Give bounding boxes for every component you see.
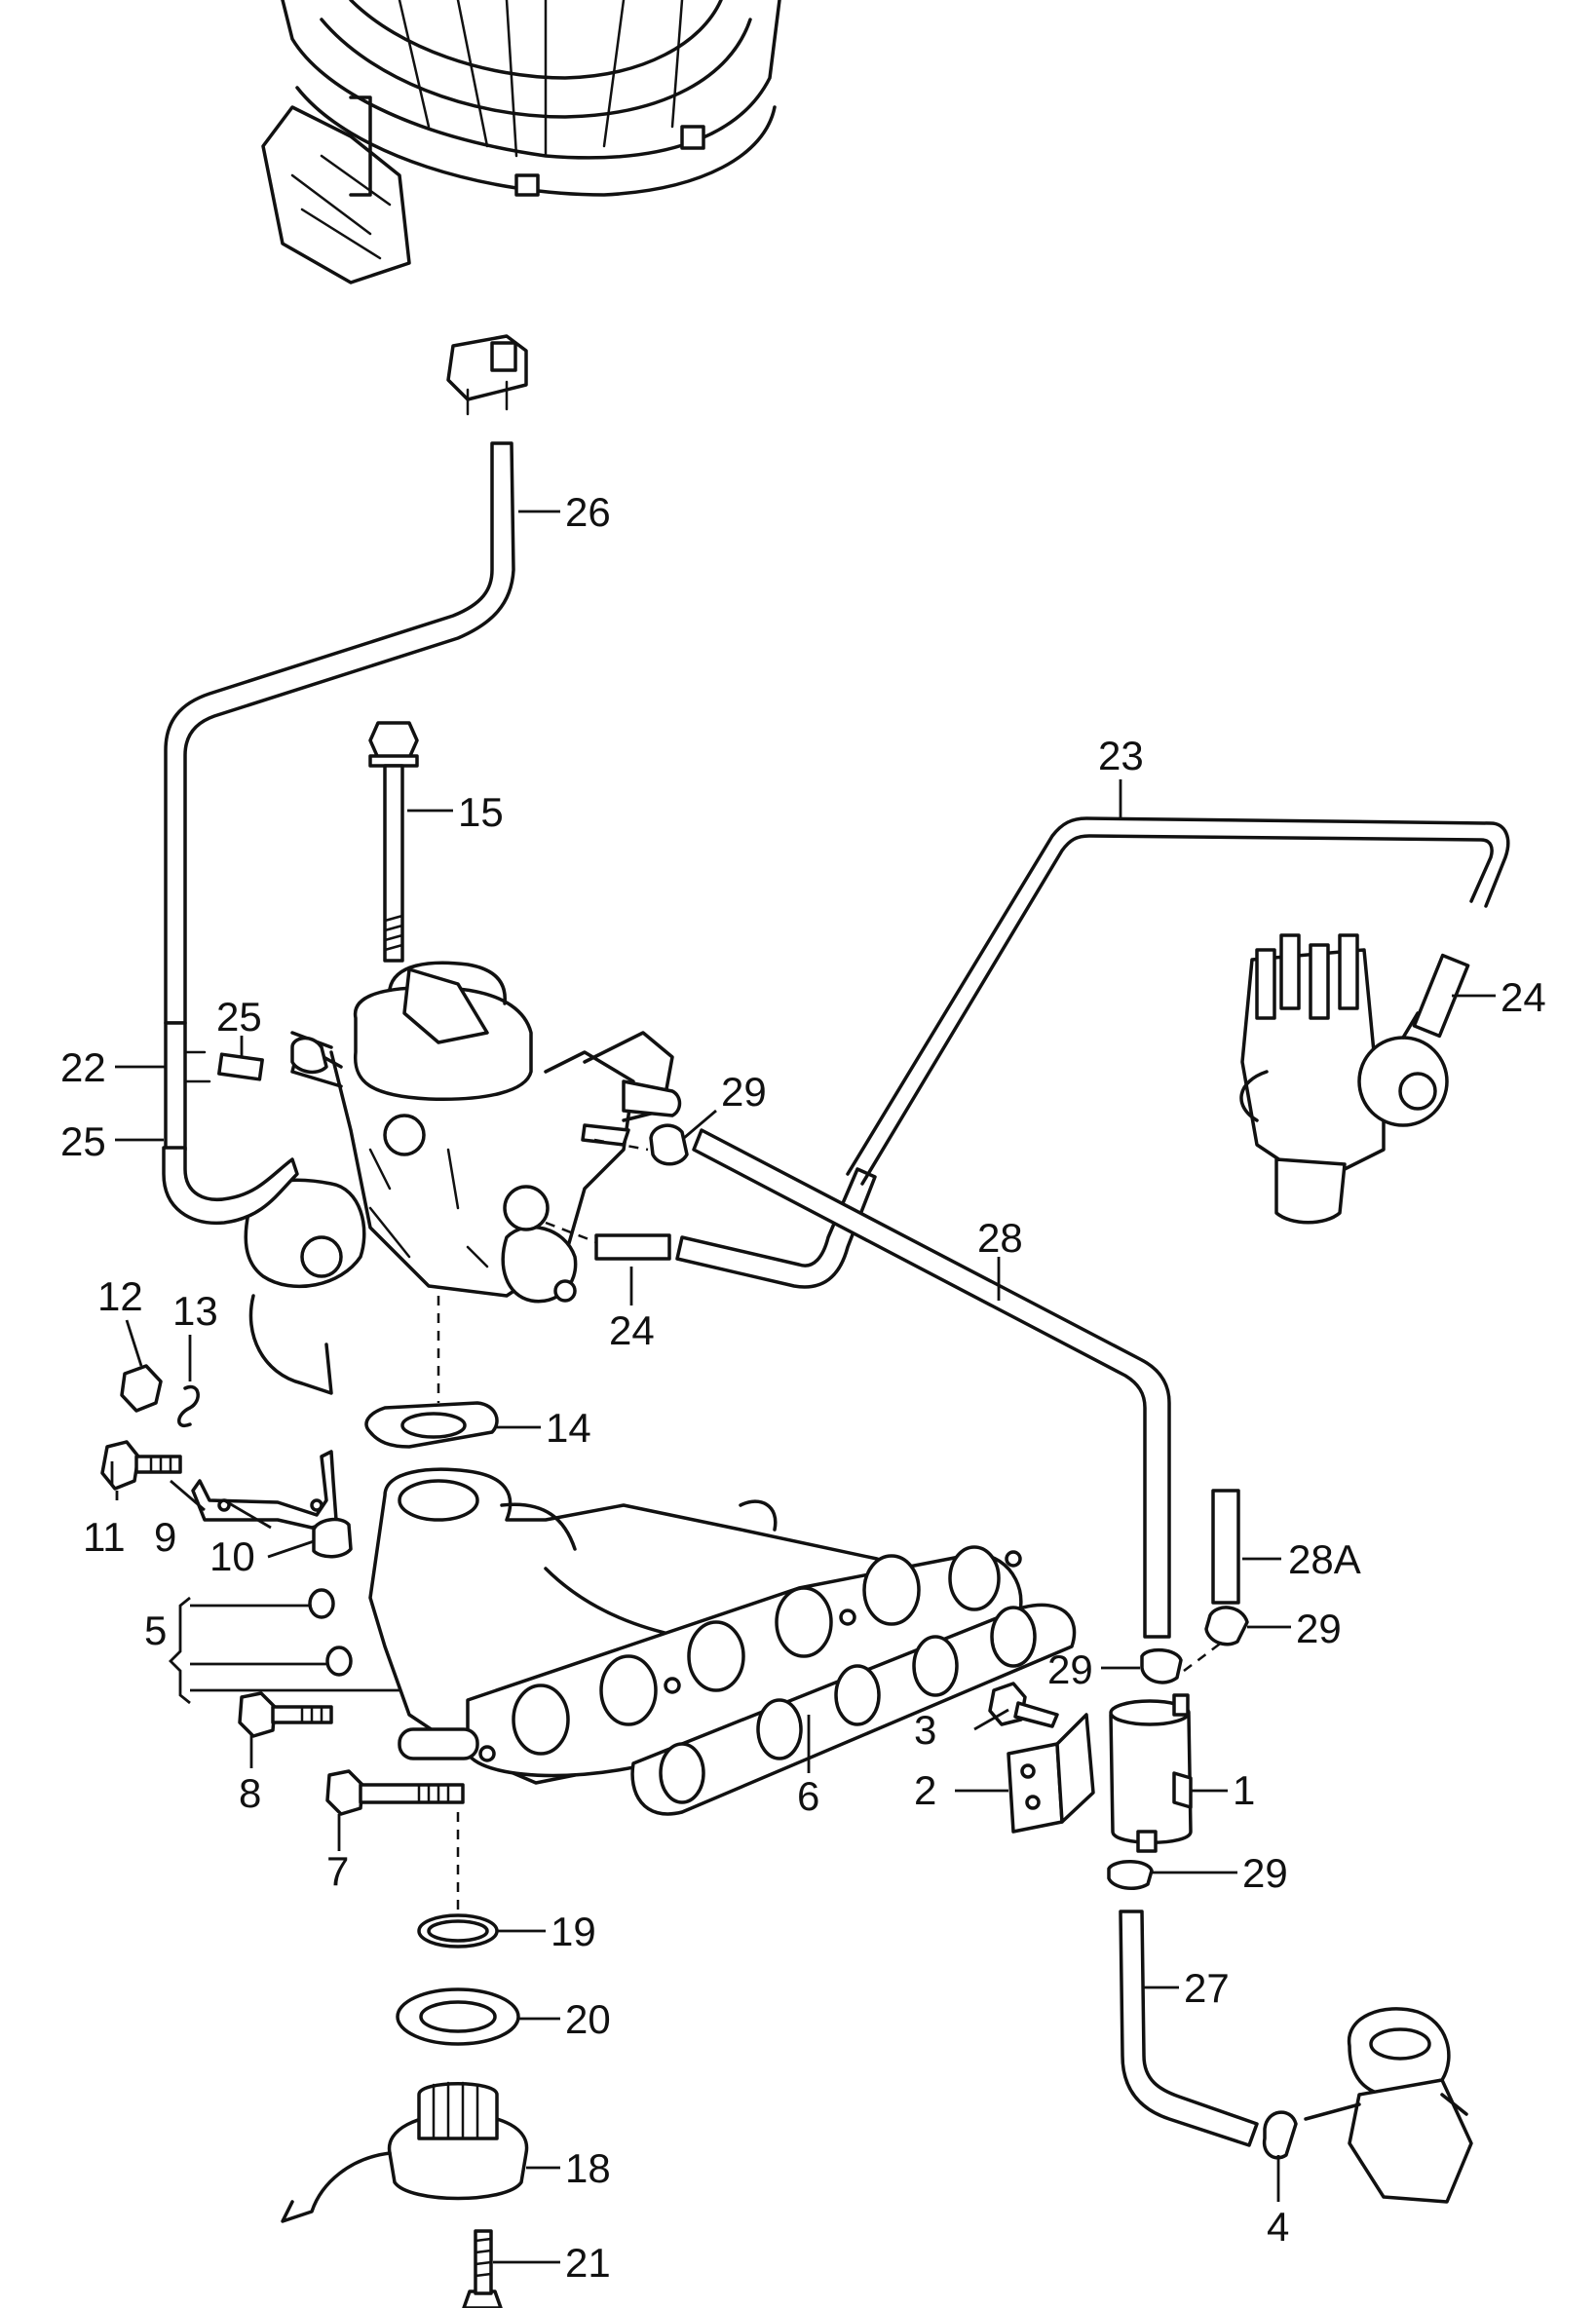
callout-19: 19 <box>551 1909 596 1954</box>
callout-3: 3 <box>914 1707 936 1753</box>
callout-8: 8 <box>239 1770 261 1816</box>
spring-13 <box>177 1384 200 1428</box>
callout-6: 6 <box>797 1773 819 1819</box>
preheater-18 <box>281 2081 529 2223</box>
vacuum-unit <box>1304 2007 1473 2204</box>
carburetor <box>244 961 682 1395</box>
hose-25-short <box>217 1052 264 1081</box>
clamp-29-c <box>1107 1860 1154 1891</box>
bolt-11 <box>100 1440 182 1491</box>
fuel-filter-1 <box>1109 1693 1193 1853</box>
hose-24-carb <box>594 1233 671 1261</box>
breather-connector <box>446 334 528 416</box>
o-ring-19-inner <box>427 1919 489 1943</box>
callout-5: 5 <box>144 1608 167 1653</box>
hose-26 <box>164 441 515 1025</box>
callout-29-upper: 29 <box>1296 1606 1342 1651</box>
bracket-2 <box>1007 1713 1095 1834</box>
hose-28a <box>1211 1489 1240 1605</box>
callout-28: 28 <box>977 1215 1023 1261</box>
callout-28a: 28A <box>1288 1536 1361 1582</box>
callout-4: 4 <box>1267 2204 1289 2250</box>
callout-22: 22 <box>60 1044 106 1090</box>
callout-21: 21 <box>565 2240 611 2286</box>
callout-24-carb: 24 <box>609 1307 655 1353</box>
callout-27: 27 <box>1184 1965 1230 2011</box>
hose-23 <box>846 816 1510 1176</box>
callout-9: 9 <box>154 1514 176 1560</box>
callout-13: 13 <box>172 1288 218 1334</box>
clamp-29-a <box>1204 1606 1249 1646</box>
hose-24-carb-bent <box>675 1167 877 1289</box>
bolt-21 <box>462 2229 503 2308</box>
hose-28 <box>692 1128 1171 1639</box>
gasket-6 <box>630 1603 1077 1816</box>
callout-20: 20 <box>565 1996 611 2042</box>
assembly-lines <box>437 1138 1224 1910</box>
callout-12: 12 <box>97 1273 143 1319</box>
clamp-29-b <box>1140 1647 1183 1684</box>
clamp-29-carb <box>649 1123 689 1166</box>
callout-23: 23 <box>1098 733 1144 778</box>
callout-2: 2 <box>914 1767 936 1813</box>
t-piece-22 <box>164 1021 211 1152</box>
callout-29-carb: 29 <box>721 1069 767 1115</box>
bolt-15 <box>368 721 419 963</box>
callout-14: 14 <box>546 1405 591 1451</box>
leader-lines <box>110 510 1496 2264</box>
seal-20 <box>396 1987 520 2046</box>
bracket-9 <box>191 1450 338 1530</box>
callout-26: 26 <box>565 489 611 535</box>
callout-labels: 26 15 23 24 22 25 25 29 28 24 14 12 13 2… <box>60 489 1546 2286</box>
callout-11: 11 <box>83 1514 126 1560</box>
hose-24-distributor <box>1412 953 1470 1039</box>
hose-27 <box>1119 1910 1259 2147</box>
seal-5b <box>325 1646 353 1677</box>
bolt-7 <box>325 1769 465 1816</box>
callout-1: 1 <box>1233 1767 1255 1813</box>
hose-25 <box>162 1146 299 1226</box>
callout-29-mid: 29 <box>1047 1646 1093 1692</box>
clip-4 <box>1262 2110 1298 2160</box>
nut-12 <box>120 1364 163 1413</box>
gasket-14 <box>364 1401 499 1449</box>
callout-7: 7 <box>326 1848 349 1894</box>
air-cleaner-housing <box>261 0 781 284</box>
callout-10: 10 <box>209 1533 255 1579</box>
seal-5a <box>308 1588 335 1619</box>
callout-24-distributor: 24 <box>1501 974 1546 1020</box>
sleeve-10 <box>312 1517 353 1559</box>
callout-25-upper: 25 <box>216 994 262 1040</box>
callout-25-lower: 25 <box>60 1118 106 1164</box>
bolt-8 <box>238 1691 333 1738</box>
callout-15: 15 <box>458 789 504 835</box>
hose-23-inner <box>860 834 1494 1186</box>
callout-29-lower: 29 <box>1242 1850 1288 1896</box>
distributor <box>1239 933 1449 1225</box>
pipe-stub <box>398 1727 479 1760</box>
callout-18: 18 <box>565 2145 611 2191</box>
